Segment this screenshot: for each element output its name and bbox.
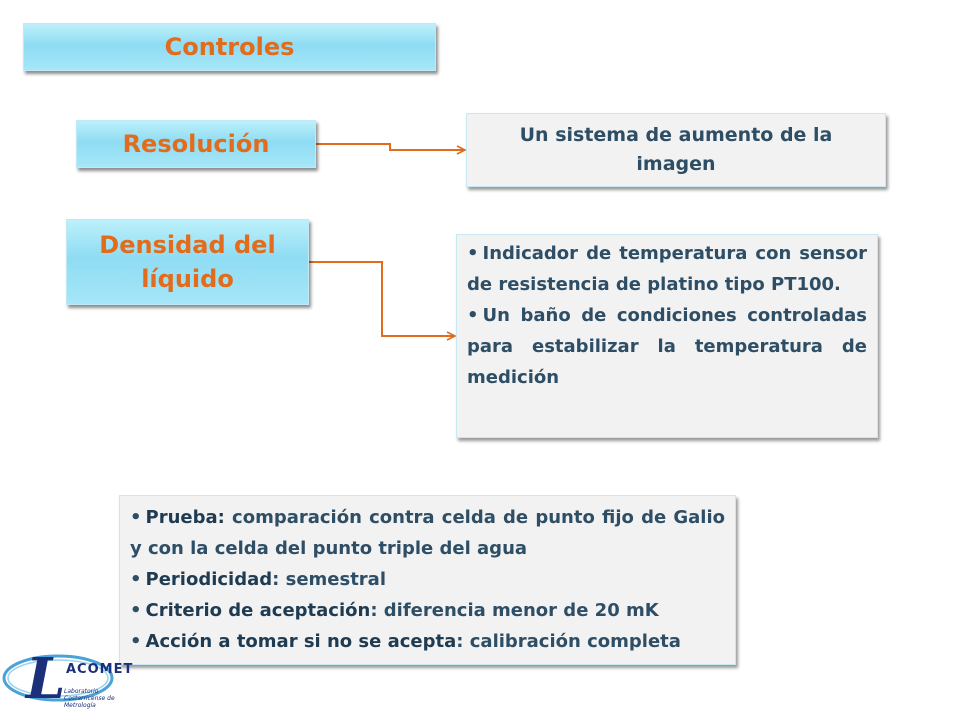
- indicadores-list: •Indicador de temperatura con sensor de …: [467, 238, 867, 393]
- accion-term: Acción a tomar si no se acepta: [145, 631, 457, 652]
- resolucion-label: Resolución: [122, 130, 270, 158]
- list-item: •Un baño de condiciones controladas para…: [467, 300, 867, 393]
- page-title: Controles: [23, 23, 436, 71]
- prueba-list: •Prueba: comparación contra celda de pun…: [130, 502, 725, 657]
- prueba-desc: comparación contra celda de punto fijo d…: [130, 507, 725, 559]
- prueba-term: Prueba:: [145, 507, 225, 528]
- logo-name: ACOMET: [66, 662, 134, 677]
- bullet-icon: •: [130, 507, 142, 528]
- arrow-densidad-to-indicadores: [309, 261, 454, 336]
- bullet-icon: •: [130, 600, 142, 621]
- list-item: •Criterio de aceptación: diferencia meno…: [130, 595, 725, 626]
- list-item: •Indicador de temperatura con sensor de …: [467, 238, 867, 300]
- logo-letter: L: [24, 646, 65, 712]
- densidad-label: Densidad del líquido: [99, 231, 276, 293]
- resolucion-box: Resolución: [76, 120, 316, 168]
- bullet-icon: •: [130, 631, 142, 652]
- bullet-icon: •: [467, 243, 479, 264]
- indicadores-box: •Indicador de temperatura con sensor de …: [456, 234, 878, 438]
- list-item: •Periodicidad: semestral: [130, 564, 725, 595]
- bullet-icon: •: [130, 569, 142, 590]
- criterio-desc: : diferencia menor de 20 mK: [370, 600, 659, 621]
- accion-desc: : calibración completa: [456, 631, 681, 652]
- densidad-box: Densidad del líquido: [66, 219, 309, 305]
- periodicidad-term: Periodicidad: [145, 569, 273, 590]
- arrow-resolucion-to-aumento: [316, 143, 464, 150]
- indicador-item-text: Un baño de condiciones controladas para …: [467, 305, 867, 388]
- criterio-term: Criterio de aceptación: [145, 600, 371, 621]
- list-item: •Prueba: comparación contra celda de pun…: [130, 502, 725, 564]
- aumento-text: Un sistema de aumento de la imagen: [519, 124, 833, 175]
- logo-subtitle: Laboratorio Costarricense de Metrología: [64, 688, 115, 709]
- lacomet-logo: L: [2, 646, 114, 712]
- bullet-icon: •: [467, 305, 479, 326]
- periodicidad-desc: : semestral: [272, 569, 387, 590]
- prueba-box: •Prueba: comparación contra celda de pun…: [119, 495, 736, 665]
- list-item: •Acción a tomar si no se acepta: calibra…: [130, 626, 725, 657]
- page-title-text: Controles: [164, 33, 295, 61]
- indicador-item-text: Indicador de temperatura con sensor de r…: [467, 243, 867, 295]
- aumento-box: Un sistema de aumento de la imagen: [466, 113, 886, 187]
